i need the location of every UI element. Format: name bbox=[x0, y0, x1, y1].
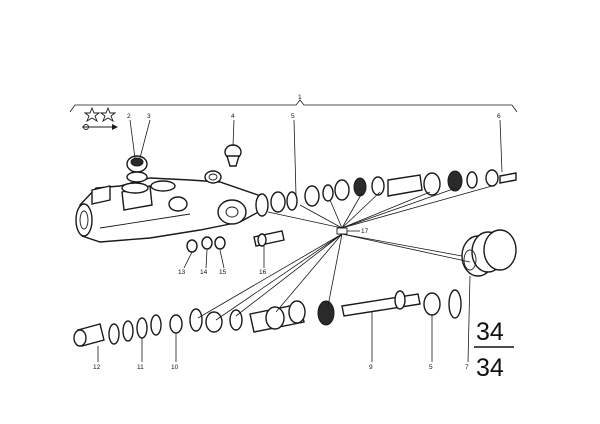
callout-2: 2 bbox=[127, 113, 131, 120]
arrow-icon bbox=[82, 124, 118, 130]
callout-10: 10 bbox=[171, 364, 179, 371]
assembly-bracket bbox=[69, 99, 518, 113]
callout-5-top: 5 bbox=[291, 113, 295, 120]
badge-numerator: 34 bbox=[476, 318, 504, 346]
upper-seal-row bbox=[255, 169, 517, 217]
valve-plug bbox=[204, 144, 242, 184]
callout-11: 11 bbox=[137, 364, 144, 371]
reservoir-cap bbox=[126, 155, 148, 183]
callout-4: 4 bbox=[231, 113, 235, 120]
callout-6: 6 bbox=[497, 113, 501, 120]
callout-1: 1 bbox=[298, 94, 302, 101]
seal-kit bbox=[461, 229, 517, 277]
callout-9: 9 bbox=[369, 364, 373, 371]
leader-lines bbox=[97, 119, 503, 363]
badge-denominator: 34 bbox=[476, 354, 504, 382]
star-icon bbox=[83, 106, 117, 123]
lower-parts-row bbox=[73, 289, 462, 347]
master-cylinder-housing bbox=[75, 177, 263, 243]
group-number-badge: 34 34 bbox=[474, 318, 514, 382]
callout-14: 14 bbox=[200, 269, 208, 276]
center-marker-box bbox=[336, 227, 348, 235]
callout-16: 16 bbox=[259, 269, 267, 276]
callout-3: 3 bbox=[147, 113, 151, 120]
callout-17: 17 bbox=[361, 228, 369, 235]
small-seal-rings bbox=[186, 236, 226, 253]
connector-fitting bbox=[253, 230, 285, 247]
callout-15: 15 bbox=[219, 269, 227, 276]
callout-5-bottom: 5 bbox=[429, 364, 433, 371]
callout-7: 7 bbox=[465, 364, 469, 371]
callout-13: 13 bbox=[178, 269, 186, 276]
callout-12: 12 bbox=[93, 364, 101, 371]
